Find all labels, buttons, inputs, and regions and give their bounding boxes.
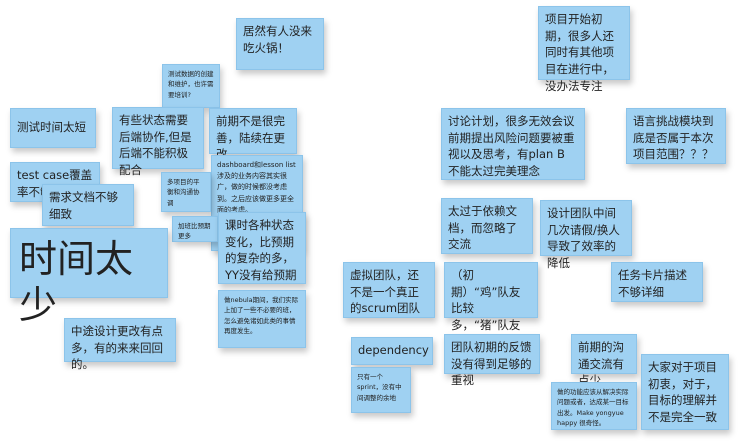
sticky-note[interactable]: 任务卡片描述不够详细	[611, 262, 703, 302]
sticky-note[interactable]: 虚拟团队，还不是一个真正的scrum团队	[343, 262, 435, 318]
sticky-note[interactable]: 居然有人没来吃火锅！	[236, 18, 324, 70]
sticky-note[interactable]: 做nebula期间，我们实际上加了一些不必要的班，怎么避免诸如此类的事情再度发生…	[218, 290, 306, 348]
sticky-note[interactable]: 加班比预期更多	[172, 216, 218, 242]
sticky-note[interactable]: 讨论计划，很多无效会议 前期提出风险问题要被重视以及思考，有plan B 不能太…	[441, 108, 585, 180]
sticky-note[interactable]: 只有一个sprint，没有中间调整的余地	[351, 367, 411, 413]
sticky-note[interactable]: （初期）“鸡”队友比较多，“猪”队友不够	[444, 262, 538, 349]
sticky-note[interactable]: 太过于依赖文档，而忽略了交流	[441, 198, 533, 254]
sticky-note[interactable]: 时间太少	[10, 228, 168, 327]
sticky-note[interactable]: 前期不是很完善，陆续在更改	[209, 108, 297, 161]
sticky-note[interactable]: 课时各种状态变化，比预期的复杂的多，YY没有给预期	[218, 212, 306, 284]
sticky-note[interactable]: 测试数据的创建和维护，也许需要培训?	[162, 64, 220, 108]
sticky-note[interactable]: 语言挑战模块到底是否属于本次项目范围？？？	[626, 108, 726, 164]
sticky-note[interactable]: 多项目的平衡和沟通协调	[161, 172, 211, 212]
sticky-note[interactable]: 有些状态需要后端协作,但是后端不能积极配合	[112, 107, 204, 177]
sticky-note[interactable]: 测试时间太短	[10, 108, 96, 148]
sticky-note[interactable]: 设计团队中间几次请假/换人导致了效率的降低	[540, 200, 632, 270]
sticky-note[interactable]: 中途设计更改有点多，有的来来回回的。	[64, 318, 176, 371]
sticky-note[interactable]: 做的功能应该从解决实际问题或者，达成某一目标出发。Make yongyue ha…	[551, 382, 637, 430]
sticky-note[interactable]: 项目开始初期，很多人还同时有其他项目在进行中，没办法专注	[538, 6, 630, 93]
sticky-note[interactable]: 团队初期的反馈没有得到足够的重视	[444, 334, 540, 387]
sticky-note[interactable]: dependency	[351, 337, 433, 365]
sticky-note[interactable]: 需求文档不够细致	[42, 184, 134, 226]
sticky-note[interactable]: 前期的沟通交流有点少	[571, 334, 637, 387]
sticky-note[interactable]: 大家对于项目初衷，对于，目标的理解并不是完全一致	[641, 354, 729, 430]
